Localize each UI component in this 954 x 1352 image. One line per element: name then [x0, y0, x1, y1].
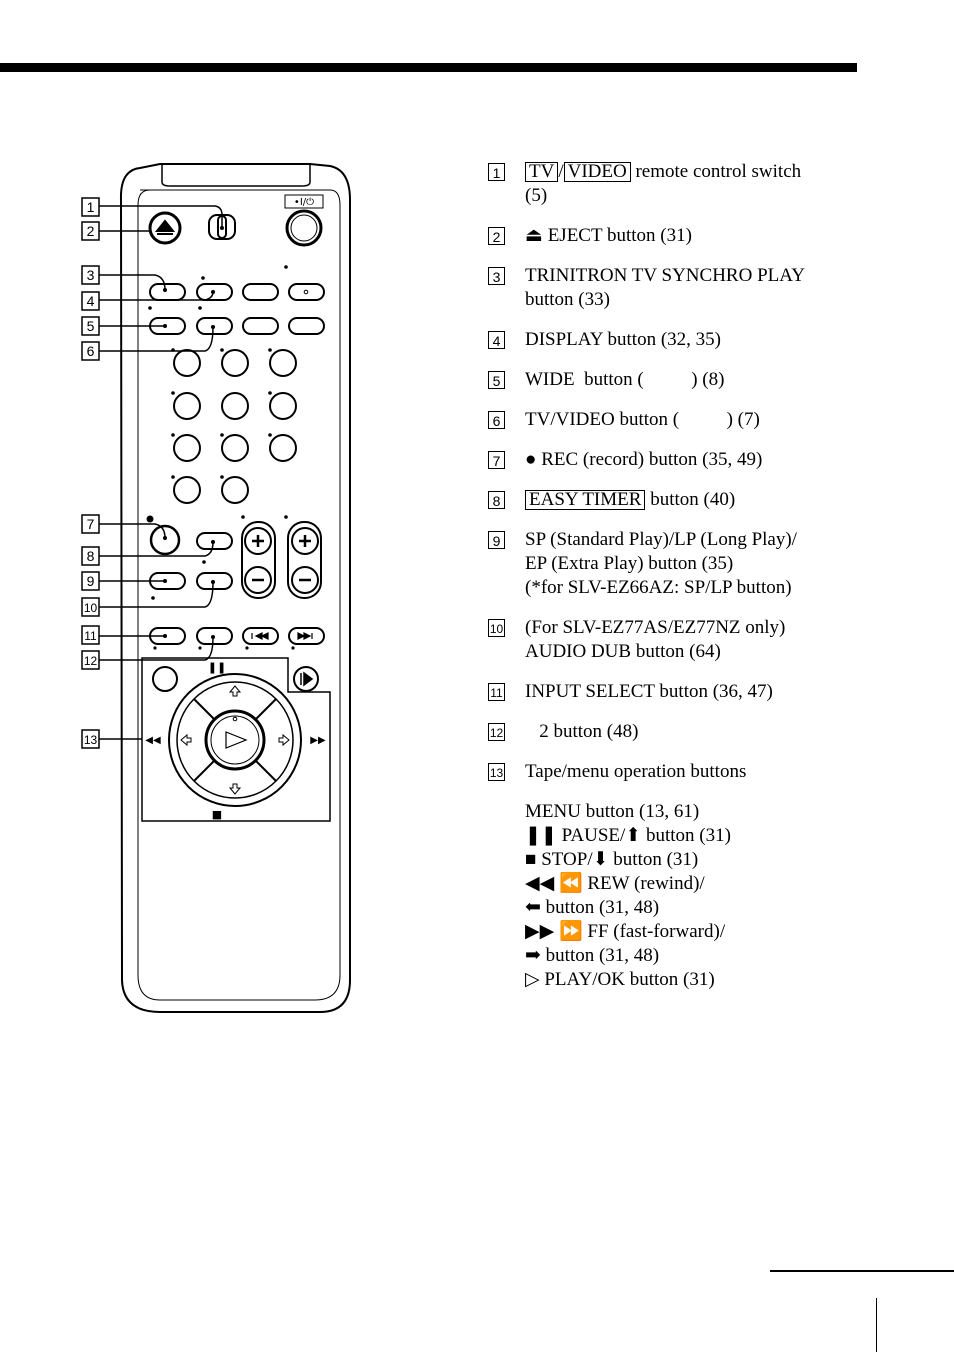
oval-buttons-row2 — [149, 317, 325, 335]
remote-body-inner — [137, 189, 341, 1001]
legend-num: 1 — [488, 163, 505, 181]
remote-top-notch — [161, 164, 311, 187]
callout-1: 1 — [87, 199, 95, 215]
easy-timer-label: EASY TIMER — [525, 490, 646, 510]
power-label: •I/⏻ — [294, 197, 314, 208]
callout-2: 2 — [87, 223, 95, 239]
power-label-box — [284, 194, 324, 209]
callout-13: 13 — [84, 733, 98, 747]
remote-body-outline — [119, 163, 351, 1013]
callout-6: 6 — [87, 343, 95, 359]
ff-label: ▶▶ — [310, 735, 326, 746]
tv-label: TV — [525, 162, 559, 182]
rew-label: ◀◀ — [145, 735, 161, 746]
callout-4: 4 — [87, 293, 95, 309]
callout-8: 8 — [87, 548, 95, 564]
top-rule — [0, 63, 857, 72]
callout-5: 5 — [87, 318, 95, 334]
callout-7: 7 — [87, 516, 95, 532]
leader-lines — [99, 205, 223, 740]
callout-12: 12 — [84, 654, 98, 668]
tape-menu-box — [141, 657, 331, 822]
callout-11: 11 — [84, 629, 97, 643]
footer-rule — [770, 1270, 954, 1272]
callout-9: 9 — [87, 573, 95, 589]
play-icon — [225, 731, 248, 749]
footer-vertical-rule — [876, 1298, 877, 1352]
video-label: VIDEO — [563, 162, 631, 182]
callout-10: 10 — [84, 601, 98, 615]
pause-label: ❚❚ — [208, 661, 226, 674]
number-pad — [173, 349, 297, 504]
eject-icon — [154, 219, 176, 235]
play-ok-button — [204, 709, 266, 771]
menu-button — [152, 666, 178, 692]
oval-buttons-row1 — [149, 283, 325, 301]
stop-label: ■ — [212, 808, 222, 821]
callout-3: 3 — [87, 267, 95, 283]
